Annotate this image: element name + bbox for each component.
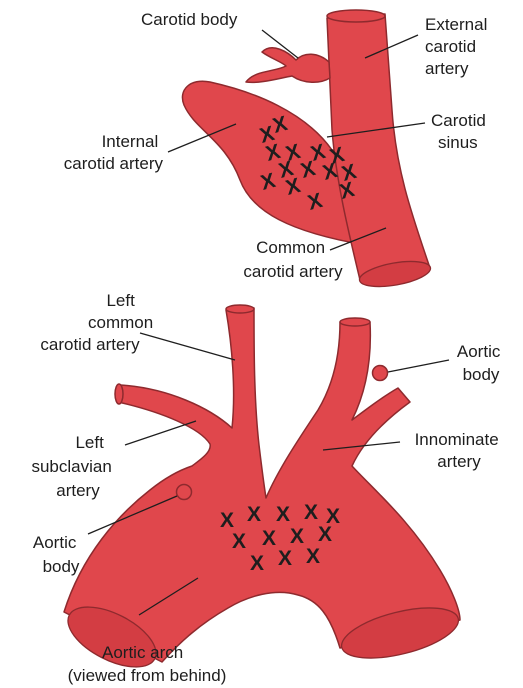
label-carotid-sinus: Carotid sinus	[431, 111, 491, 152]
receptor-mark: X	[220, 509, 234, 532]
label-carotid-body: Carotid body	[141, 10, 238, 29]
left-common-carotid-top	[226, 305, 254, 313]
receptor-mark: X	[247, 503, 261, 526]
leader-left-subclavian	[125, 421, 196, 445]
label-aortic-body-left: Aortic body	[33, 533, 81, 576]
label-left-common-carotid: Left common carotid artery	[40, 291, 158, 354]
receptor-mark: X	[250, 552, 264, 575]
label-aortic-body-right: Aortic body	[457, 342, 505, 384]
label-innominate: Innominate artery	[415, 430, 504, 471]
left-subclavian-end	[115, 384, 123, 404]
receptor-mark: X	[278, 547, 292, 570]
aortic-illustration: X X X X X X X X X X X X Left common caro…	[31, 291, 505, 685]
label-external-carotid: External carotid artery	[425, 15, 492, 78]
aortic-arch-vessel	[64, 308, 460, 662]
receptor-mark: X	[304, 501, 318, 524]
label-common-carotid: Common carotid artery	[243, 238, 343, 281]
receptor-mark: X	[262, 527, 276, 550]
aortic-body-left	[177, 485, 192, 500]
leader-aortic-body-right	[388, 360, 449, 372]
carotid-body	[246, 48, 330, 83]
receptor-mark: X	[276, 503, 290, 526]
leader-left-common-carotid	[140, 333, 235, 360]
receptor-mark: X	[290, 525, 304, 548]
carotid-illustration: X X X X X X X X X X X X X X Carotid body…	[64, 10, 492, 291]
receptor-mark: X	[306, 545, 320, 568]
label-internal-carotid: Internal carotid artery	[64, 132, 164, 173]
external-carotid-top	[327, 10, 385, 22]
receptor-mark: X	[318, 523, 332, 546]
label-left-subclavian: Left subclavian artery	[31, 433, 116, 500]
aortic-body-right	[373, 366, 388, 381]
innominate-top	[340, 318, 370, 326]
receptor-mark: X	[232, 530, 246, 553]
